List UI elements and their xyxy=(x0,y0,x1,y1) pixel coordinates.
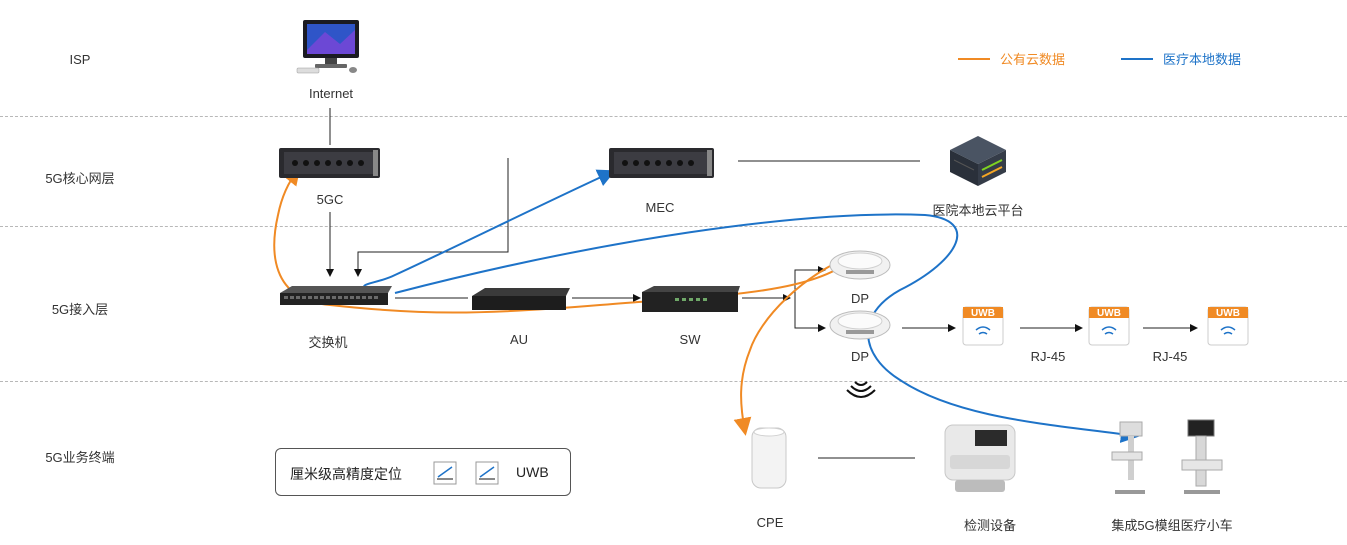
legend-public-label: 公有云数据 xyxy=(1000,52,1066,67)
label-cpe: CPE xyxy=(756,515,784,530)
label-switch: 交换机 xyxy=(308,335,348,350)
switch-icon xyxy=(280,286,392,305)
au-device-icon xyxy=(472,288,570,310)
internet-pc-icon xyxy=(296,20,359,74)
label-5gc: 5GC xyxy=(316,192,344,207)
positioning-tag-label: UWB xyxy=(516,464,549,480)
label-au: AU xyxy=(509,332,529,347)
layer-separator xyxy=(0,116,1347,117)
label-detector: 检测设备 xyxy=(963,518,1017,533)
flow-public-cpe xyxy=(733,251,861,436)
mec-server-icon xyxy=(609,148,714,178)
label-internet: Internet xyxy=(308,86,354,101)
layer-separator xyxy=(0,381,1347,382)
label-local-cloud: 医院本地云平台 xyxy=(932,203,1024,218)
flow-medical-mec xyxy=(362,169,616,293)
uwb-tag-icon xyxy=(475,461,499,485)
label-rj45-1: RJ-45 xyxy=(1030,349,1066,364)
positioning-title: 厘米级高精度定位 xyxy=(290,466,402,482)
detection-device-icon xyxy=(944,424,1016,492)
svg-text:UWB: UWB xyxy=(1097,308,1121,319)
layer-label-access: 5G接入层 xyxy=(51,302,109,317)
svg-text:UWB: UWB xyxy=(1216,308,1240,319)
wireless-signal-icon xyxy=(846,381,876,398)
uwb-tag-icon xyxy=(433,461,457,485)
dp1-access-point-icon xyxy=(829,250,891,280)
legend-medical-local: 医疗本地数据 xyxy=(1121,49,1241,68)
layer-separator xyxy=(0,226,1347,227)
label-cart: 集成5G模组医疗小车 xyxy=(1111,518,1233,533)
label-dp1: DP xyxy=(850,291,870,306)
uwb-anchor-1-icon: UWB xyxy=(962,306,1004,346)
cpe-device-icon xyxy=(751,427,787,489)
dp2-access-point-icon xyxy=(829,310,891,340)
local-cloud-server-icon xyxy=(950,136,1006,186)
legend-public-cloud: 公有云数据 xyxy=(958,49,1065,68)
label-sw: SW xyxy=(679,332,701,347)
legend-medical-label: 医疗本地数据 xyxy=(1163,52,1242,67)
layer-label-core: 5G核心网层 xyxy=(45,171,115,186)
label-mec: MEC xyxy=(645,200,675,215)
link-mec-switch xyxy=(354,158,509,277)
medical-cart-icon xyxy=(1111,419,1223,494)
uwb-anchor-2-icon: UWB xyxy=(1088,306,1130,346)
link-branch-dp1 xyxy=(794,266,826,298)
connection-lines xyxy=(326,108,1198,459)
link-branch-dp2 xyxy=(794,298,826,332)
uwb-tag-icons xyxy=(433,461,499,485)
label-dp2: DP xyxy=(850,349,870,364)
5gc-server-icon xyxy=(279,148,380,178)
flow-medical-cart xyxy=(394,213,1139,443)
sw-device-icon xyxy=(642,286,740,312)
positioning-box: 厘米级高精度定位 UWB xyxy=(275,448,571,496)
label-rj45-2: RJ-45 xyxy=(1152,349,1188,364)
legend-orange-line xyxy=(958,57,990,60)
svg-text:UWB: UWB xyxy=(971,308,995,319)
layer-label-isp: ISP xyxy=(69,52,91,67)
flow-public-cloud xyxy=(273,166,861,314)
layer-label-terminal: 5G业务终端 xyxy=(45,450,115,465)
legend-blue-line xyxy=(1121,57,1153,60)
uwb-anchor-3-icon: UWB xyxy=(1207,306,1249,346)
